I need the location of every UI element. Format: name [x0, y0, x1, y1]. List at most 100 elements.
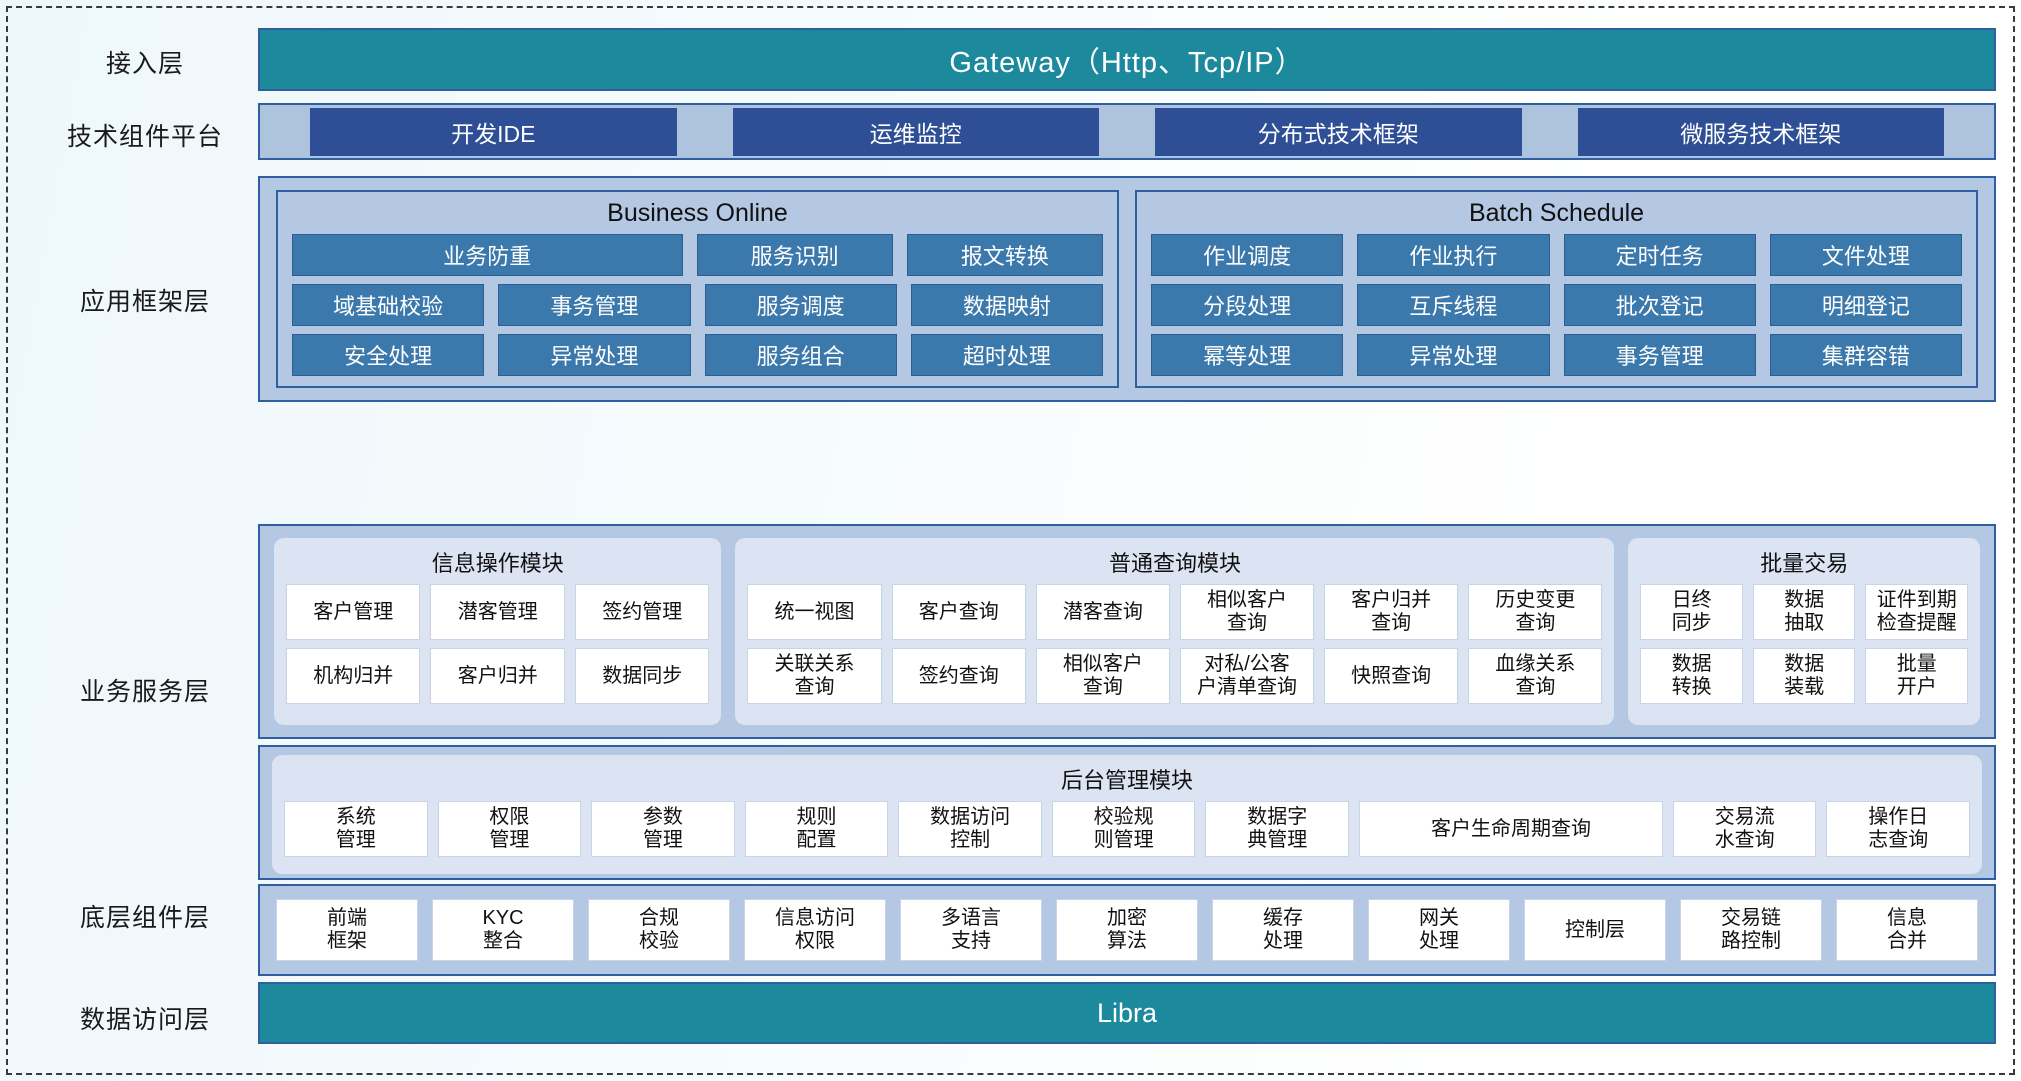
module-admin-grid: 系统管理 权限管理 参数管理 规则配置 数据访问控制 校验规则管理 数据字典管理… — [272, 801, 1982, 869]
svc-xskhcx2[interactable]: 相似客户查询 — [1035, 648, 1170, 704]
bs-cell-zydd[interactable]: 作业调度 — [1151, 234, 1344, 276]
svc-zjdqjctx[interactable]: 证件到期检查提醒 — [1865, 584, 1969, 640]
admin-qxgl[interactable]: 权限管理 — [437, 801, 582, 857]
af-cell-fwdd[interactable]: 服务调度 — [704, 284, 897, 326]
base-wgcl[interactable]: 网关处理 — [1368, 899, 1510, 961]
af-cell-cscl[interactable]: 超时处理 — [910, 334, 1103, 376]
base-hccl[interactable]: 缓存处理 — [1212, 899, 1354, 961]
af-cell-yccl[interactable]: 异常处理 — [498, 334, 691, 376]
svc-qkcx[interactable]: 潜客查询 — [1035, 584, 1170, 640]
svc-sjzz[interactable]: 数据装载 — [1752, 648, 1856, 704]
module-row: 系统管理 权限管理 参数管理 规则配置 数据访问控制 校验规则管理 数据字典管理… — [284, 801, 1971, 857]
af-cell-fwsb[interactable]: 服务识别 — [696, 234, 893, 276]
af-cell-yjcjy[interactable]: 域基础校验 — [292, 284, 485, 326]
bs-cell-zyzx[interactable]: 作业执行 — [1357, 234, 1550, 276]
admin-xtgl[interactable]: 系统管理 — [284, 801, 428, 857]
base-jmsf[interactable]: 加密算法 — [1056, 899, 1198, 961]
tech-platform-band: 开发IDE 运维监控 分布式技术框架 微服务技术框架 — [258, 103, 1996, 160]
admin-jylscx[interactable]: 交易流水查询 — [1672, 801, 1817, 857]
module-row: 客户管理 潜客管理 签约管理 — [286, 584, 710, 640]
bs-cell-fdcl[interactable]: 分段处理 — [1151, 284, 1344, 326]
module-admin: 后台管理模块 系统管理 权限管理 参数管理 规则配置 数据访问控制 校验规则管理… — [272, 755, 1982, 874]
base-jylkz[interactable]: 交易链路控制 — [1680, 899, 1822, 961]
diagram-outer-border — [6, 6, 2015, 1075]
svc-sjcq[interactable]: 数据抽取 — [1752, 584, 1856, 640]
svc-lsbgcx[interactable]: 历史变更查询 — [1468, 584, 1603, 640]
tech-item-distributed-framework[interactable]: 分布式技术框架 — [1155, 107, 1522, 156]
bs-cell-yccl[interactable]: 异常处理 — [1357, 334, 1550, 376]
svc-plkh[interactable]: 批量开户 — [1865, 648, 1969, 704]
bs-cell-jqrc[interactable]: 集群容错 — [1769, 334, 1962, 376]
tech-item-ide[interactable]: 开发IDE — [310, 107, 677, 156]
base-xxfwqx[interactable]: 信息访问权限 — [744, 899, 886, 961]
module-row: 统一视图 客户查询 潜客查询 相似客户查询 客户归并查询 历史变更查询 — [747, 584, 1603, 640]
bs-cell-dsrw[interactable]: 定时任务 — [1563, 234, 1756, 276]
af-cell-bwzh[interactable]: 报文转换 — [906, 234, 1103, 276]
svc-rztb[interactable]: 日终同步 — [1640, 584, 1743, 640]
bs-cell-hcxc[interactable]: 互斥线程 — [1357, 284, 1550, 326]
layer-label-business-service: 业务服务层 — [79, 678, 210, 706]
base-xxhb[interactable]: 信息合并 — [1836, 899, 1978, 961]
bs-cell-swgl[interactable]: 事务管理 — [1563, 334, 1756, 376]
admin-khsmzqcx[interactable]: 客户生命周期查询 — [1359, 801, 1663, 857]
base-kzc[interactable]: 控制层 — [1524, 899, 1666, 961]
app-framework-panel: Business Online 业务防重 服务识别 报文转换 域基础校验 事务管… — [258, 176, 1996, 402]
svc-sjtb[interactable]: 数据同步 — [574, 648, 710, 704]
admin-sjzdgl[interactable]: 数据字典管理 — [1205, 801, 1350, 857]
business-online-row: 域基础校验 事务管理 服务调度 数据映射 — [292, 284, 1103, 326]
business-online-row: 安全处理 异常处理 服务组合 超时处理 — [292, 334, 1103, 376]
bs-cell-wjcl[interactable]: 文件处理 — [1769, 234, 1962, 276]
admin-czrzcx[interactable]: 操作日志查询 — [1826, 801, 1971, 857]
base-qdkj[interactable]: 前端框架 — [276, 899, 418, 961]
svc-kzcx[interactable]: 快照查询 — [1324, 648, 1459, 704]
af-cell-sjys[interactable]: 数据映射 — [910, 284, 1103, 326]
module-info-operation-title: 信息操作模块 — [431, 551, 564, 576]
module-batch-transaction-grid: 日终同步 数据抽取 证件到期检查提醒 数据转换 数据装载 批量开户 — [1628, 584, 1980, 716]
bs-cell-mxdj[interactable]: 明细登记 — [1769, 284, 1962, 326]
layer-label-tech-platform: 技术组件平台 — [66, 123, 223, 151]
af-cell-aqcl[interactable]: 安全处理 — [292, 334, 485, 376]
admin-sjfwkz[interactable]: 数据访问控制 — [898, 801, 1042, 857]
svc-xygxcx[interactable]: 血缘关系查询 — [1468, 648, 1603, 704]
svc-dsgkhqdcx[interactable]: 对私/公客户清单查询 — [1179, 648, 1315, 704]
af-cell-fwzh[interactable]: 服务组合 — [704, 334, 897, 376]
svc-khgbcx[interactable]: 客户归并查询 — [1324, 584, 1459, 640]
admin-csgl[interactable]: 参数管理 — [591, 801, 735, 857]
svc-jggb[interactable]: 机构归并 — [286, 648, 421, 704]
module-info-operation-grid: 客户管理 潜客管理 签约管理 机构归并 客户归并 数据同步 — [274, 584, 721, 716]
module-common-query: 普通查询模块 统一视图 客户查询 潜客查询 相似客户查询 客户归并查询 历史变更… — [735, 538, 1615, 725]
svc-qygl[interactable]: 签约管理 — [574, 584, 710, 640]
batch-schedule-row: 分段处理 互斥线程 批次登记 明细登记 — [1151, 284, 1962, 326]
af-cell-ywfz[interactable]: 业务防重 — [292, 234, 683, 276]
svc-tysd[interactable]: 统一视图 — [747, 584, 882, 640]
svc-khgb[interactable]: 客户归并 — [430, 648, 565, 704]
svc-khcx[interactable]: 客户查询 — [891, 584, 1026, 640]
tech-item-microservice-framework[interactable]: 微服务技术框架 — [1577, 107, 1944, 156]
svc-qycx[interactable]: 签约查询 — [891, 648, 1026, 704]
svc-glgxcx[interactable]: 关联关系查询 — [747, 648, 882, 704]
module-admin-title: 后台管理模块 — [1060, 768, 1193, 793]
layer-label-data-access: 数据访问层 — [79, 1006, 210, 1034]
af-cell-swgl[interactable]: 事务管理 — [498, 284, 691, 326]
bs-cell-mdcl[interactable]: 幂等处理 — [1151, 334, 1344, 376]
module-common-query-grid: 统一视图 客户查询 潜客查询 相似客户查询 客户归并查询 历史变更查询 关联关系… — [735, 584, 1614, 716]
module-common-query-title: 普通查询模块 — [1108, 551, 1241, 576]
svc-qkgl[interactable]: 潜客管理 — [430, 584, 565, 640]
admin-gzpz[interactable]: 规则配置 — [744, 801, 889, 857]
layer-label-base-component: 底层组件层 — [79, 904, 210, 932]
module-info-operation: 信息操作模块 客户管理 潜客管理 签约管理 机构归并 客户归并 数据同步 — [274, 538, 722, 725]
tech-item-ops-monitor[interactable]: 运维监控 — [732, 107, 1099, 156]
svc-khgl[interactable]: 客户管理 — [286, 584, 421, 640]
business-online-row: 业务防重 服务识别 报文转换 — [292, 234, 1103, 276]
base-dyyzc[interactable]: 多语言支持 — [900, 899, 1042, 961]
svc-sjzh[interactable]: 数据转换 — [1640, 648, 1743, 704]
svc-xskhcx[interactable]: 相似客户查询 — [1179, 584, 1315, 640]
admin-jygzgl[interactable]: 校验规则管理 — [1051, 801, 1196, 857]
business-service-top-panel: 信息操作模块 客户管理 潜客管理 签约管理 机构归并 客户归并 数据同步 普通查… — [258, 524, 1996, 739]
module-row: 关联关系查询 签约查询 相似客户查询 对私/公客户清单查询 快照查询 血缘关系查… — [747, 648, 1603, 704]
base-hgjy[interactable]: 合规校验 — [588, 899, 730, 961]
bs-cell-pcdj[interactable]: 批次登记 — [1563, 284, 1756, 326]
